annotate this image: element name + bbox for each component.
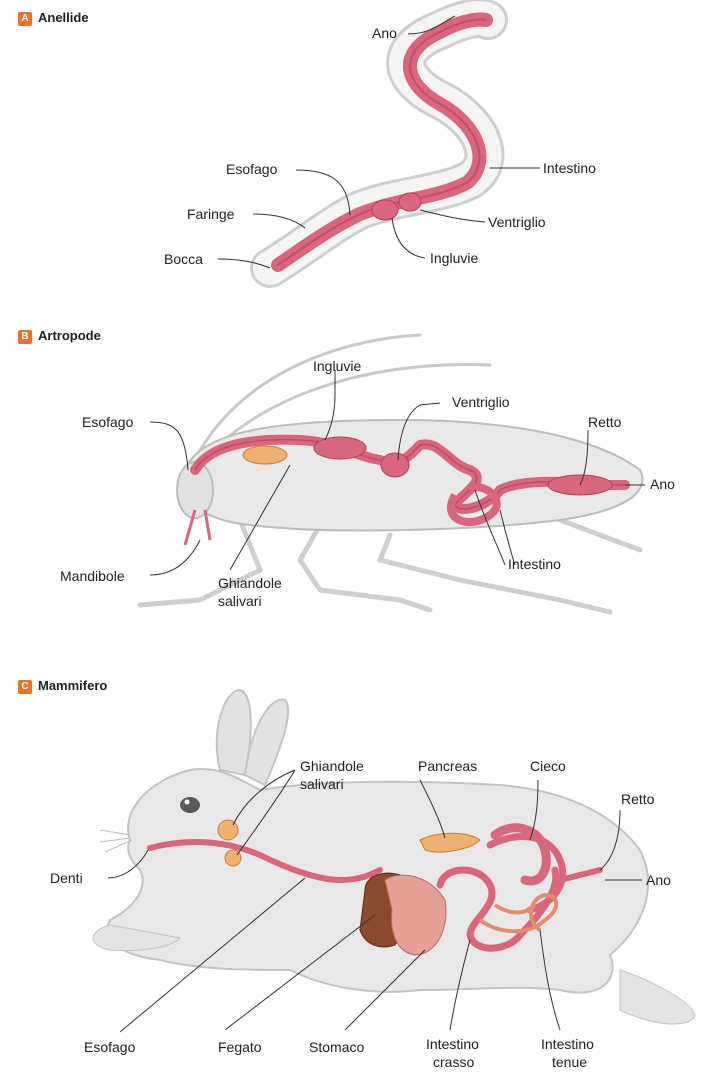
label-fegato: Fegato — [218, 1039, 262, 1056]
label-ingluvie: Ingluvie — [430, 250, 478, 267]
worm-ingluvie — [372, 200, 398, 220]
section-artropode: B Artropode — [0, 320, 708, 640]
label-esofago: Esofago — [84, 1039, 135, 1056]
label-salivari: salivari — [300, 776, 344, 793]
label-faringe: Faringe — [187, 206, 234, 223]
section-anellide: A Anellide Ano Esofago Intestino Faringe… — [0, 0, 708, 300]
label-pancreas: Pancreas — [418, 758, 477, 775]
label-ventriglio: Ventriglio — [452, 394, 510, 411]
label-ventriglio: Ventriglio — [488, 214, 546, 231]
label-denti: Denti — [50, 870, 83, 887]
section-mammifero: C Mammifero — [0, 670, 708, 1077]
cockroach-salivary-glands — [243, 446, 287, 464]
label-esofago: Esofago — [82, 414, 133, 431]
label-esofago: Esofago — [226, 161, 277, 178]
label-ingluvie: Ingluvie — [313, 358, 361, 375]
label-intestino-crasso: Intestino — [426, 1036, 479, 1053]
earthworm-illustration — [0, 0, 708, 300]
label-mandibole: Mandibole — [60, 568, 125, 585]
label-retto: Retto — [588, 414, 621, 431]
label-ano: Ano — [646, 872, 671, 889]
rabbit-illustration — [0, 670, 708, 1077]
rabbit-ear — [217, 690, 251, 775]
rabbit-salivary-gland — [218, 820, 238, 840]
label-bocca: Bocca — [164, 251, 203, 268]
label-intestino: Intestino — [543, 160, 596, 177]
worm-ventriglio — [399, 193, 421, 211]
label-intestino: Intestino — [508, 556, 561, 573]
label-ano: Ano — [372, 25, 397, 42]
label-stomaco: Stomaco — [309, 1039, 364, 1056]
label-ghiandole: Ghiandole — [218, 575, 282, 592]
label-cieco: Cieco — [530, 758, 566, 775]
label-crasso: crasso — [433, 1054, 474, 1071]
label-tenue: tenue — [552, 1054, 587, 1071]
cockroach-gizzard — [381, 453, 409, 477]
label-retto: Retto — [621, 791, 654, 808]
rabbit-eye — [180, 797, 200, 813]
label-salivari: salivari — [218, 593, 262, 610]
label-ghiandole: Ghiandole — [300, 758, 364, 775]
cockroach-crop — [314, 437, 366, 459]
label-ano: Ano — [650, 476, 675, 493]
label-intestino-tenue: Intestino — [541, 1036, 594, 1053]
